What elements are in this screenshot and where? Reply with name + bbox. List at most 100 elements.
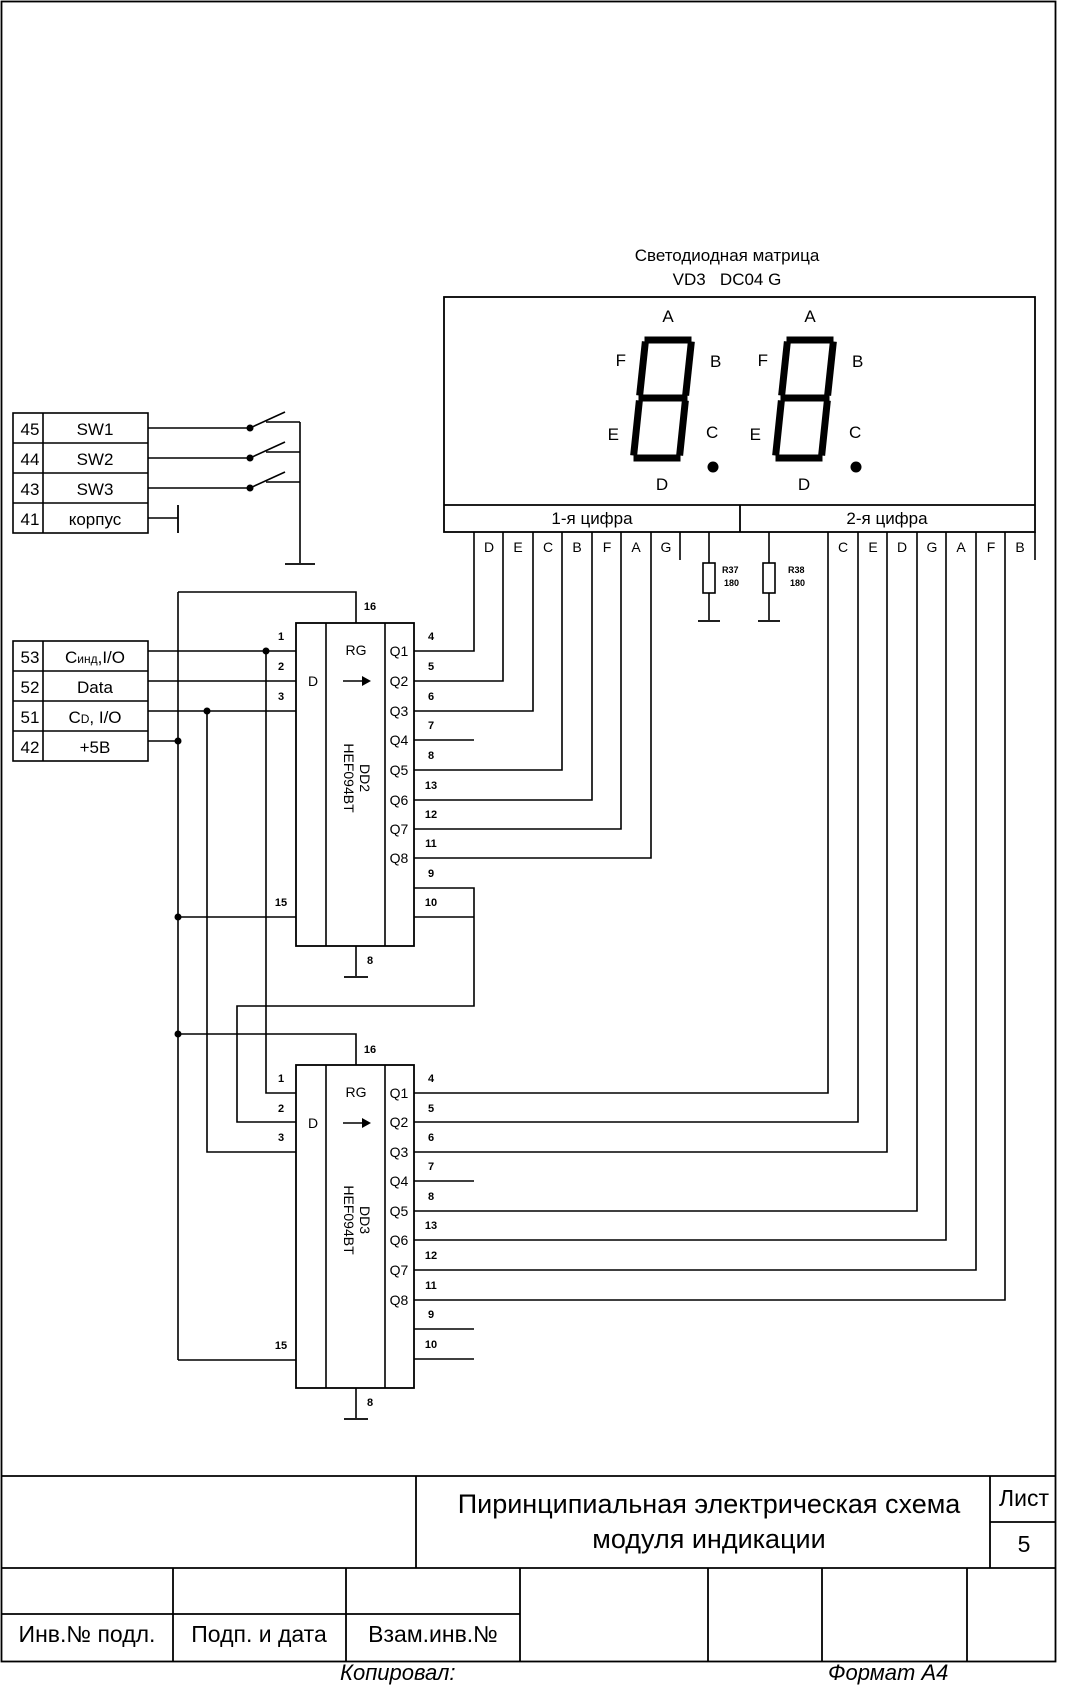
svg-text:8: 8	[367, 955, 373, 967]
seg2-e-label: E	[750, 425, 761, 444]
svg-text:Q5: Q5	[390, 762, 409, 778]
digit1-label: 1-я цифра	[551, 509, 633, 528]
stamp-replace-inv: Взам.инв.№	[368, 1621, 498, 1647]
dd2-func: RG	[346, 642, 367, 658]
matrix-body	[443, 296, 1036, 533]
r37-value: 180	[724, 578, 739, 588]
conn-ground: корпус	[69, 510, 122, 529]
conn-cd-io: CD, I/O	[68, 708, 121, 727]
connector-signals: 53 52 51 42 Cинд,I/O Data CD, I/O +5В	[12, 640, 149, 762]
conn-sw3: SW3	[77, 480, 114, 499]
r37-ref: R37	[722, 565, 739, 575]
seg2-f-label: F	[758, 351, 768, 370]
svg-text:Q2: Q2	[390, 673, 409, 689]
copied-label: Копировал:	[340, 1660, 456, 1685]
svg-text:Q7: Q7	[390, 821, 409, 837]
svg-text:Q2: Q2	[390, 1114, 409, 1130]
svg-text:Q4: Q4	[390, 732, 409, 748]
title-block: Пиринципиальная электрическая схема моду…	[2, 1475, 1055, 1685]
dot-2	[850, 461, 862, 473]
digit-1-display: A B C D E F	[608, 307, 722, 494]
svg-text:13: 13	[425, 780, 437, 792]
svg-text:16: 16	[364, 1044, 376, 1056]
conn-sw2: SW2	[77, 450, 114, 469]
dd3-pin-numbers: 1 2 3 15 4 5 6 7 8 13 12 11 9 10 16 8	[275, 1044, 437, 1409]
pin1-label-e: E	[513, 539, 522, 555]
dot-1	[707, 461, 719, 473]
svg-text:6: 6	[428, 691, 434, 703]
svg-text:12: 12	[425, 809, 437, 821]
svg-text:5: 5	[428, 1103, 434, 1115]
dd2-ref-part: DD2HEF094BT	[341, 743, 373, 813]
conn-sw1: SW1	[77, 420, 114, 439]
pin1-label-g: G	[661, 539, 672, 555]
wiring	[148, 560, 1006, 1361]
conn-num-53: 53	[21, 648, 40, 667]
pin1-label-d: D	[484, 539, 494, 555]
seg1-b-label: B	[710, 352, 721, 371]
svg-text:9: 9	[428, 1309, 434, 1321]
svg-text:Q6: Q6	[390, 792, 409, 808]
connector-switches: 45 44 43 41 SW1 SW2 SW3 корпус	[12, 411, 315, 565]
svg-text:2: 2	[278, 1103, 284, 1115]
conn-num-41: 41	[21, 510, 40, 529]
dd3-outputs: Q1 Q2 Q3 Q4 Q5 Q6 Q7 Q8	[390, 1085, 409, 1308]
svg-text:3: 3	[278, 691, 284, 703]
svg-text:Q5: Q5	[390, 1203, 409, 1219]
chip-dd2: RG D DD2HEF094BT Q1 Q2 Q3 Q4 Q5 Q6 Q7 Q8…	[275, 601, 437, 978]
svg-text:Q1: Q1	[390, 1085, 409, 1101]
seg2-d-label: D	[798, 475, 810, 494]
pin2-label-a: A	[956, 539, 966, 555]
svg-text:2: 2	[278, 661, 284, 673]
matrix-title: Светодиодная матрица	[635, 246, 820, 265]
svg-text:9: 9	[428, 868, 434, 880]
digit-2-display: A B C D E F	[750, 307, 864, 494]
pin1-label-a: A	[631, 539, 641, 555]
resistor-r37: R37 180	[698, 532, 739, 622]
svg-text:1: 1	[278, 631, 284, 643]
dd3-func: RG	[346, 1084, 367, 1100]
svg-text:11: 11	[425, 838, 437, 850]
dd2-outputs: Q1 Q2 Q3 Q4 Q5 Q6 Q7 Q8	[390, 643, 409, 866]
svg-text:4: 4	[428, 1073, 435, 1085]
pin2-label-d: D	[897, 539, 907, 555]
conn-num-44: 44	[21, 450, 40, 469]
svg-text:8: 8	[428, 1191, 434, 1203]
svg-text:7: 7	[428, 720, 434, 732]
pin2-label-b: B	[1015, 539, 1024, 555]
pin1-label-b: B	[572, 539, 581, 555]
drawing-title-line2: модуля индикации	[592, 1524, 825, 1554]
svg-text:3: 3	[278, 1132, 284, 1144]
svg-text:Q6: Q6	[390, 1232, 409, 1248]
seg1-e-label: E	[608, 425, 619, 444]
conn-num-43: 43	[21, 480, 40, 499]
svg-text:1: 1	[278, 1073, 284, 1085]
resistor-r38: R38 180	[758, 532, 805, 622]
svg-text:12: 12	[425, 1250, 437, 1262]
conn-num-45: 45	[21, 420, 40, 439]
svg-text:5: 5	[428, 661, 434, 673]
conn-cind-io: Cинд,I/O	[65, 648, 125, 667]
sheet-frame	[0, 0, 1057, 1663]
conn-num-51: 51	[21, 708, 40, 727]
dd2-d-label: D	[308, 673, 318, 689]
digit2-label: 2-я цифра	[846, 509, 928, 528]
matrix-pin-row: D E C B F A G C E D G A F B	[473, 532, 1036, 560]
stamp-inv-no: Инв.№ подл.	[19, 1621, 156, 1647]
r38-ref: R38	[788, 565, 805, 575]
svg-text:10: 10	[425, 897, 437, 909]
pin1-label-f: F	[603, 539, 612, 555]
pin2-label-f: F	[987, 539, 996, 555]
svg-text:10: 10	[425, 1339, 437, 1351]
sheet-label: Лист	[999, 1485, 1049, 1511]
svg-text:4: 4	[428, 631, 435, 643]
seg1-a-label: A	[662, 307, 674, 326]
svg-text:Q8: Q8	[390, 850, 409, 866]
dd3-d-label: D	[308, 1115, 318, 1131]
pin2-label-g: G	[927, 539, 938, 555]
seg2-a-label: A	[804, 307, 816, 326]
seg1-d-label: D	[656, 475, 668, 494]
svg-text:16: 16	[364, 601, 376, 613]
conn-data: Data	[77, 678, 113, 697]
